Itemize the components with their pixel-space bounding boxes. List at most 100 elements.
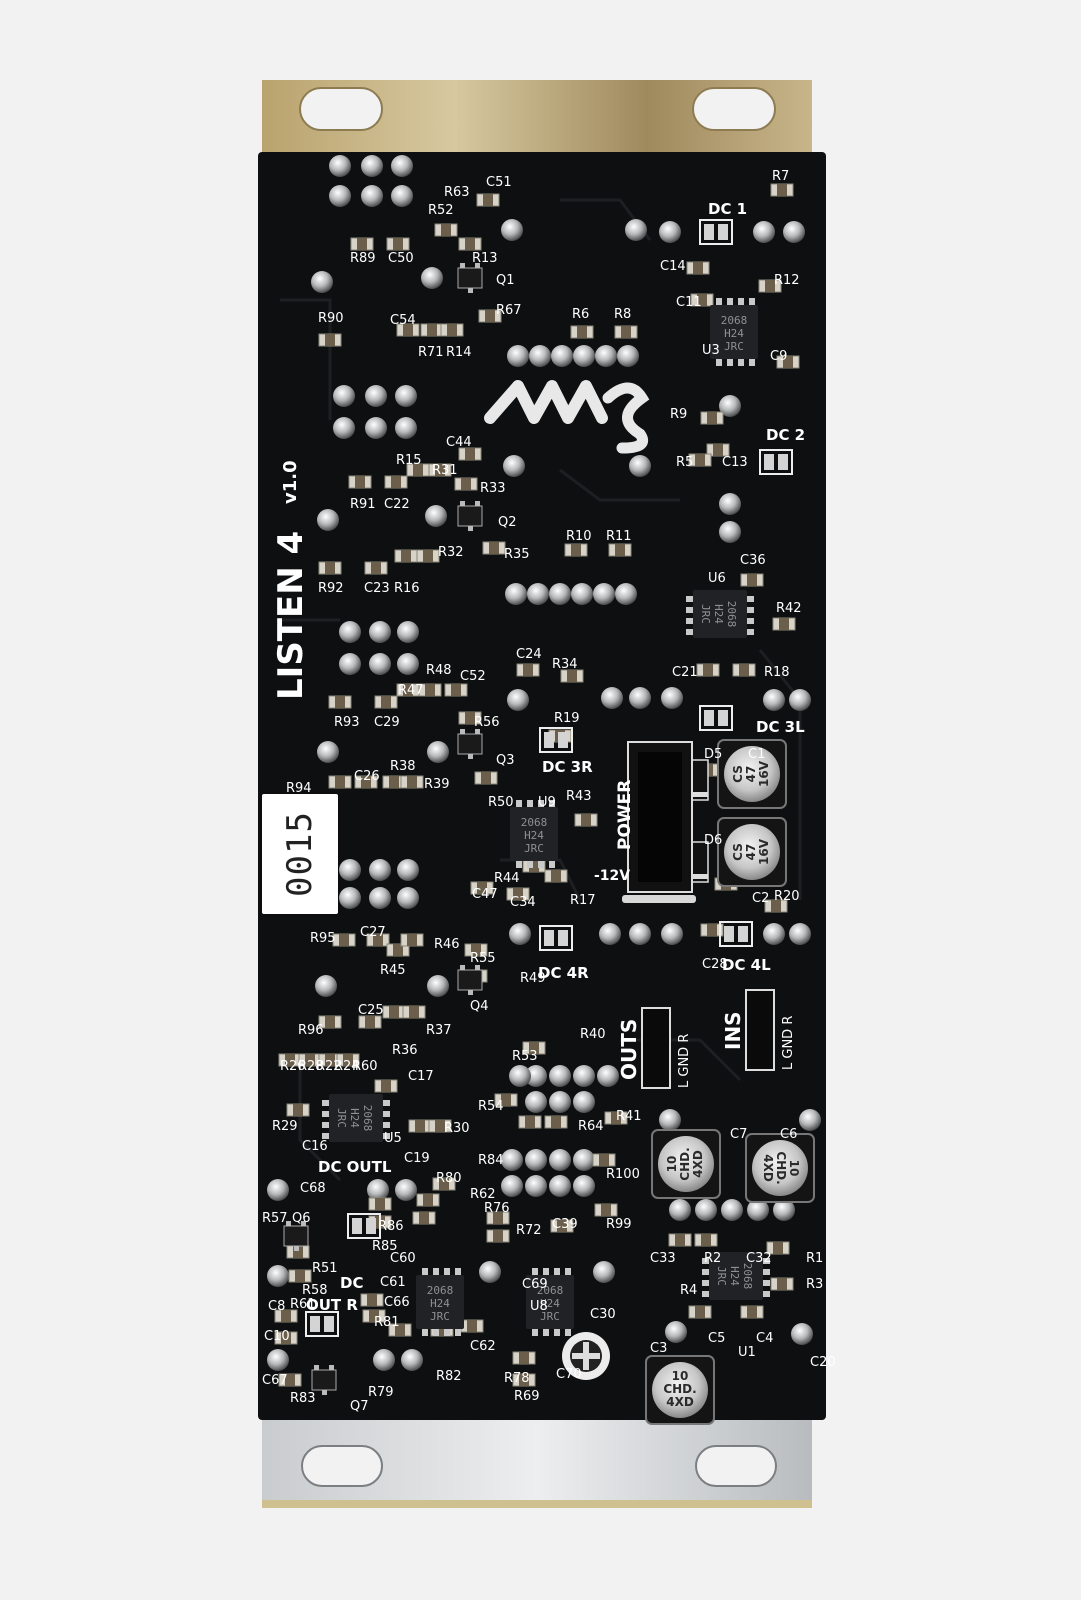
dc-jumper-pad [324, 1316, 334, 1332]
transistor-icon [457, 969, 483, 991]
smd-part-body [391, 476, 401, 488]
solder-joint [719, 395, 741, 417]
dc-jumper [539, 925, 573, 951]
ic-marking: 2068 [361, 1105, 374, 1132]
solder-joint [425, 505, 447, 527]
capacitor-text: 4XD [691, 1150, 705, 1178]
neg12-label: -12V [594, 868, 630, 884]
ic-pin [516, 860, 522, 868]
capacitor-text: CHD. [774, 1151, 788, 1184]
ref-label: R33 [480, 481, 506, 496]
transistor-pin [475, 729, 480, 734]
solder-joint [573, 345, 595, 367]
ic-marking: JRC [540, 1310, 560, 1323]
smd-part-body [435, 464, 445, 476]
dc3l-label: DC 3L [756, 718, 805, 736]
smd-part-body [529, 1042, 539, 1054]
ref-label: R36 [392, 1043, 418, 1058]
solder-joint [525, 1149, 547, 1171]
solder-joint [615, 583, 637, 605]
ref-label: C52 [460, 669, 486, 684]
transistor-pin [468, 288, 473, 293]
ic-pin [686, 596, 694, 602]
ref-label: C36 [740, 553, 766, 568]
trimmer-pot-icon [562, 1332, 610, 1380]
ref-label: C26 [354, 769, 380, 784]
ref-label: R29 [272, 1119, 298, 1134]
ref-label: R52 [428, 203, 454, 218]
ref-label: R2 [704, 1251, 721, 1266]
ic-marking: H24 [540, 1297, 560, 1310]
smd-part-body [393, 944, 403, 956]
ic-pin [716, 298, 722, 306]
ic-marking: H24 [724, 327, 744, 340]
power-label: POWER [615, 780, 635, 850]
transistor-pin [460, 965, 465, 970]
ref-label: R12 [774, 273, 800, 288]
transistor-pin [322, 1390, 327, 1395]
ref-label: C6 [780, 1127, 797, 1142]
ref-label: C2 [752, 891, 769, 906]
ref-label: R7 [772, 169, 789, 184]
solder-joint [549, 1175, 571, 1197]
ic-pin [543, 1328, 549, 1336]
ref-label: C14 [660, 259, 686, 274]
capacitor-top [658, 1136, 714, 1192]
ref-label: R31 [432, 463, 458, 478]
ref-label: R71 [418, 345, 444, 360]
4ms-logo-icon [484, 380, 650, 454]
capacitor-text: 16V [757, 838, 771, 865]
ref-label: R64 [578, 1119, 604, 1134]
dc-jumper-pad [718, 224, 728, 240]
ref-label: R76 [484, 1201, 510, 1216]
solder-joint [773, 1199, 795, 1221]
ic-marking: JRC [335, 1108, 348, 1128]
ic-pin [727, 358, 733, 366]
ref-label: R67 [496, 303, 522, 318]
smd-part-body [551, 870, 561, 882]
ic-body [526, 1275, 574, 1329]
ref-label: R5 [676, 455, 693, 470]
ref-label: C69 [522, 1277, 548, 1292]
ref-label: R46 [434, 937, 460, 952]
solder-joint [601, 687, 623, 709]
smd-part-body [465, 712, 475, 724]
ref-label: R56 [474, 715, 500, 730]
smd-part-body [451, 684, 461, 696]
smd-part-body [523, 664, 533, 676]
capacitor-text: CHD. [678, 1147, 692, 1180]
dc-jumper-pad [558, 930, 568, 946]
ref-label: C17 [408, 1069, 434, 1084]
smd-part-body [485, 310, 495, 322]
ref-label: Q1 [496, 273, 515, 288]
dc2-label: DC 2 [766, 426, 805, 444]
smd-part-body [675, 1234, 685, 1246]
solder-joint [395, 417, 417, 439]
dc-outl-label: DC OUTL [318, 1158, 392, 1176]
solder-joint [421, 267, 443, 289]
smd-part-body [357, 238, 367, 250]
ref-label: R50 [488, 795, 514, 810]
ref-label: C20 [810, 1355, 836, 1370]
solder-joint [599, 923, 621, 945]
smd-part-body [493, 1212, 503, 1224]
solder-joint [339, 653, 361, 675]
ref-label: R34 [552, 657, 578, 672]
dc-jumper [699, 705, 733, 731]
ref-label: R30 [444, 1121, 470, 1136]
smd-part-body [293, 1104, 303, 1116]
ic-marking: H24 [348, 1108, 361, 1128]
ref-label: C33 [650, 1251, 676, 1266]
ref-label: R37 [426, 1023, 452, 1038]
ic-marking: 2068 [537, 1284, 564, 1297]
solder-joint [789, 689, 811, 711]
components [267, 155, 821, 1395]
ref-label: U9 [538, 795, 556, 810]
transistor-icon [457, 267, 483, 289]
ref-label: C47 [472, 887, 498, 902]
